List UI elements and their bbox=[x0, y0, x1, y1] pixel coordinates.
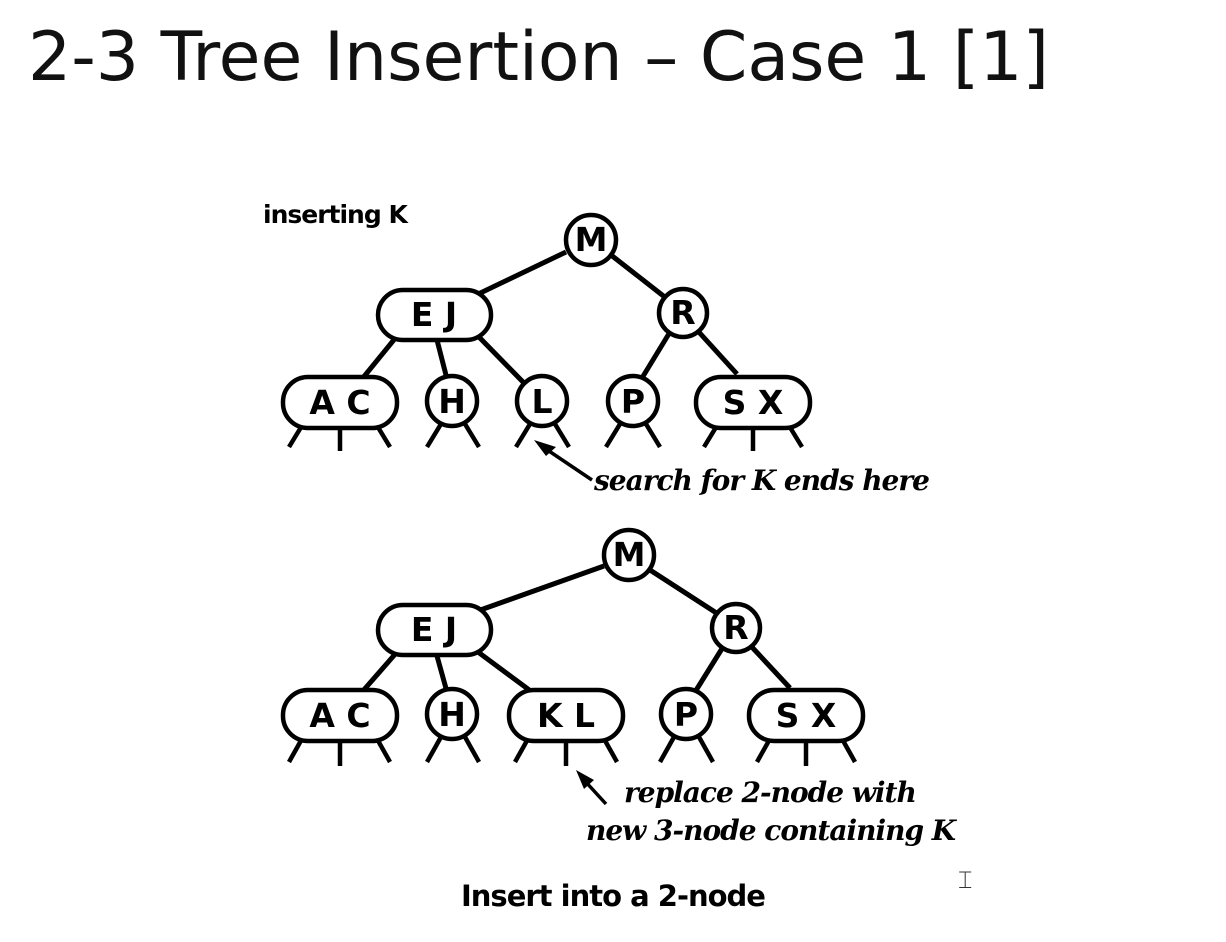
top-note-arrow bbox=[534, 440, 593, 482]
edge-r-sx bbox=[748, 643, 792, 690]
node-m: M bbox=[601, 527, 657, 583]
edge-ej-kl bbox=[476, 649, 534, 695]
bottom-tree: M E J R A C H K L P S X bbox=[280, 527, 959, 913]
node-r: R bbox=[656, 286, 710, 340]
node-ej-keys: E J bbox=[411, 295, 457, 334]
node-sx-keys: S X bbox=[723, 383, 784, 422]
edge-ej-ac bbox=[360, 650, 399, 694]
node-p-key: P bbox=[621, 382, 645, 421]
edge-m-ej bbox=[471, 563, 605, 616]
node-ac-keys: A C bbox=[309, 383, 370, 422]
node-ej: E J bbox=[375, 287, 494, 343]
node-h-key: H bbox=[438, 382, 466, 421]
node-p: P bbox=[658, 686, 714, 742]
node-r-key: R bbox=[723, 608, 748, 647]
node-sx-keys: S X bbox=[776, 696, 837, 735]
diagram-caption: Insert into a 2-node bbox=[461, 879, 765, 913]
edge-ej-h bbox=[434, 655, 450, 693]
edge-m-r bbox=[609, 253, 668, 300]
node-m: M bbox=[563, 212, 619, 268]
edge-r-p bbox=[639, 330, 673, 380]
node-h: H bbox=[424, 373, 480, 429]
node-ac: A C bbox=[280, 374, 400, 431]
node-p: P bbox=[605, 373, 661, 429]
edge-r-sx bbox=[695, 328, 739, 376]
node-sx: S X bbox=[746, 687, 866, 744]
node-p-key: P bbox=[674, 695, 698, 734]
node-l-key: L bbox=[531, 382, 552, 421]
edge-ej-ac bbox=[360, 334, 399, 381]
node-h-key: H bbox=[438, 695, 466, 734]
node-ej-keys: E J bbox=[411, 610, 457, 649]
bottom-note-line-1: replace 2-node with bbox=[624, 776, 916, 809]
node-m-key: M bbox=[613, 535, 646, 574]
bottom-note-line-2: new 3-node containing K bbox=[586, 814, 958, 847]
slide-title: 2-3 Tree Insertion – Case 1 [1] bbox=[28, 18, 1050, 97]
node-kl-keys: K L bbox=[537, 696, 595, 735]
edge-m-ej bbox=[470, 249, 568, 300]
edge-ej-l bbox=[476, 334, 525, 384]
node-sx: S X bbox=[693, 374, 813, 431]
bottom-note-arrow bbox=[576, 770, 608, 806]
top-tree-label: inserting K bbox=[263, 200, 409, 229]
node-ac-keys: A C bbox=[309, 696, 370, 735]
node-ac: A C bbox=[280, 687, 400, 744]
node-r-key: R bbox=[670, 293, 695, 332]
node-h: H bbox=[424, 686, 480, 742]
node-kl: K L bbox=[506, 687, 626, 744]
edge-ej-h bbox=[434, 339, 450, 380]
node-l: L bbox=[514, 373, 570, 429]
edge-m-r bbox=[648, 567, 720, 617]
text-cursor-icon: ⌶ bbox=[958, 866, 973, 894]
top-tree: inserting K M bbox=[263, 200, 930, 497]
node-r: R bbox=[709, 601, 763, 655]
node-m-key: M bbox=[575, 220, 608, 259]
node-ej: E J bbox=[375, 602, 494, 658]
top-note-line-1: search for K ends here bbox=[593, 464, 929, 497]
edge-r-p bbox=[692, 645, 726, 694]
